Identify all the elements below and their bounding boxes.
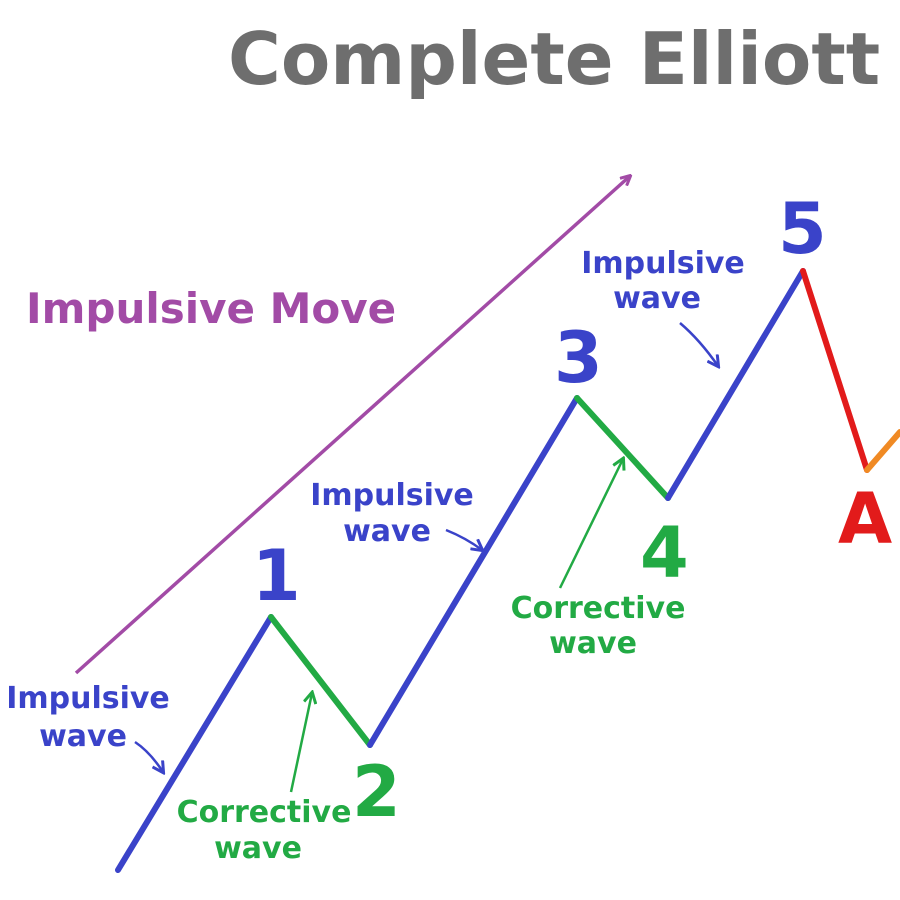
wave-3-segment <box>367 395 580 748</box>
wave-label-1: 1 <box>252 535 301 617</box>
page-title: Complete Elliott Wave <box>228 17 900 101</box>
impulsive-wave-3-line1: Impulsive <box>310 478 474 513</box>
impulsive-wave-5-line1: Impulsive <box>581 246 745 281</box>
corrective-wave-2-line1: Corrective <box>177 795 352 830</box>
wave-4-segment <box>574 395 671 501</box>
wave-2-segment <box>268 614 373 748</box>
impulsive-move-arrow <box>74 176 630 675</box>
corrective-wave-2-pointer <box>289 693 312 793</box>
corrective-wave-4-line2: wave <box>549 626 637 661</box>
impulsive-wave-3-line2: wave <box>343 514 431 549</box>
wave-1-segment <box>115 614 274 873</box>
wave-label-5: 5 <box>778 188 827 270</box>
impulsive-wave-1-line1: Impulsive <box>6 681 170 716</box>
corrective-wave-4-pointer <box>558 459 623 589</box>
impulsive-move-label: Impulsive Move <box>26 284 396 333</box>
wave-5-segment <box>665 268 806 501</box>
wave-label-3: 3 <box>554 317 603 399</box>
impulsive-wave-5-line2: wave <box>613 281 701 316</box>
corrective-wave-2-line2: wave <box>214 831 302 866</box>
impulsive-wave-3-pointer <box>445 528 482 550</box>
wave-label-2: 2 <box>352 751 401 833</box>
impulsive-wave-1-pointer <box>134 740 163 772</box>
wave-label-a: A <box>838 478 892 560</box>
corrective-wave-4-line1: Corrective <box>511 591 686 626</box>
impulsive-wave-1-line2: wave <box>39 719 127 754</box>
wave-label-4: 4 <box>640 512 689 594</box>
impulsive-wave-5-pointer <box>679 322 718 366</box>
wave-a-segment <box>800 268 870 473</box>
wave-b-segment <box>864 429 900 473</box>
